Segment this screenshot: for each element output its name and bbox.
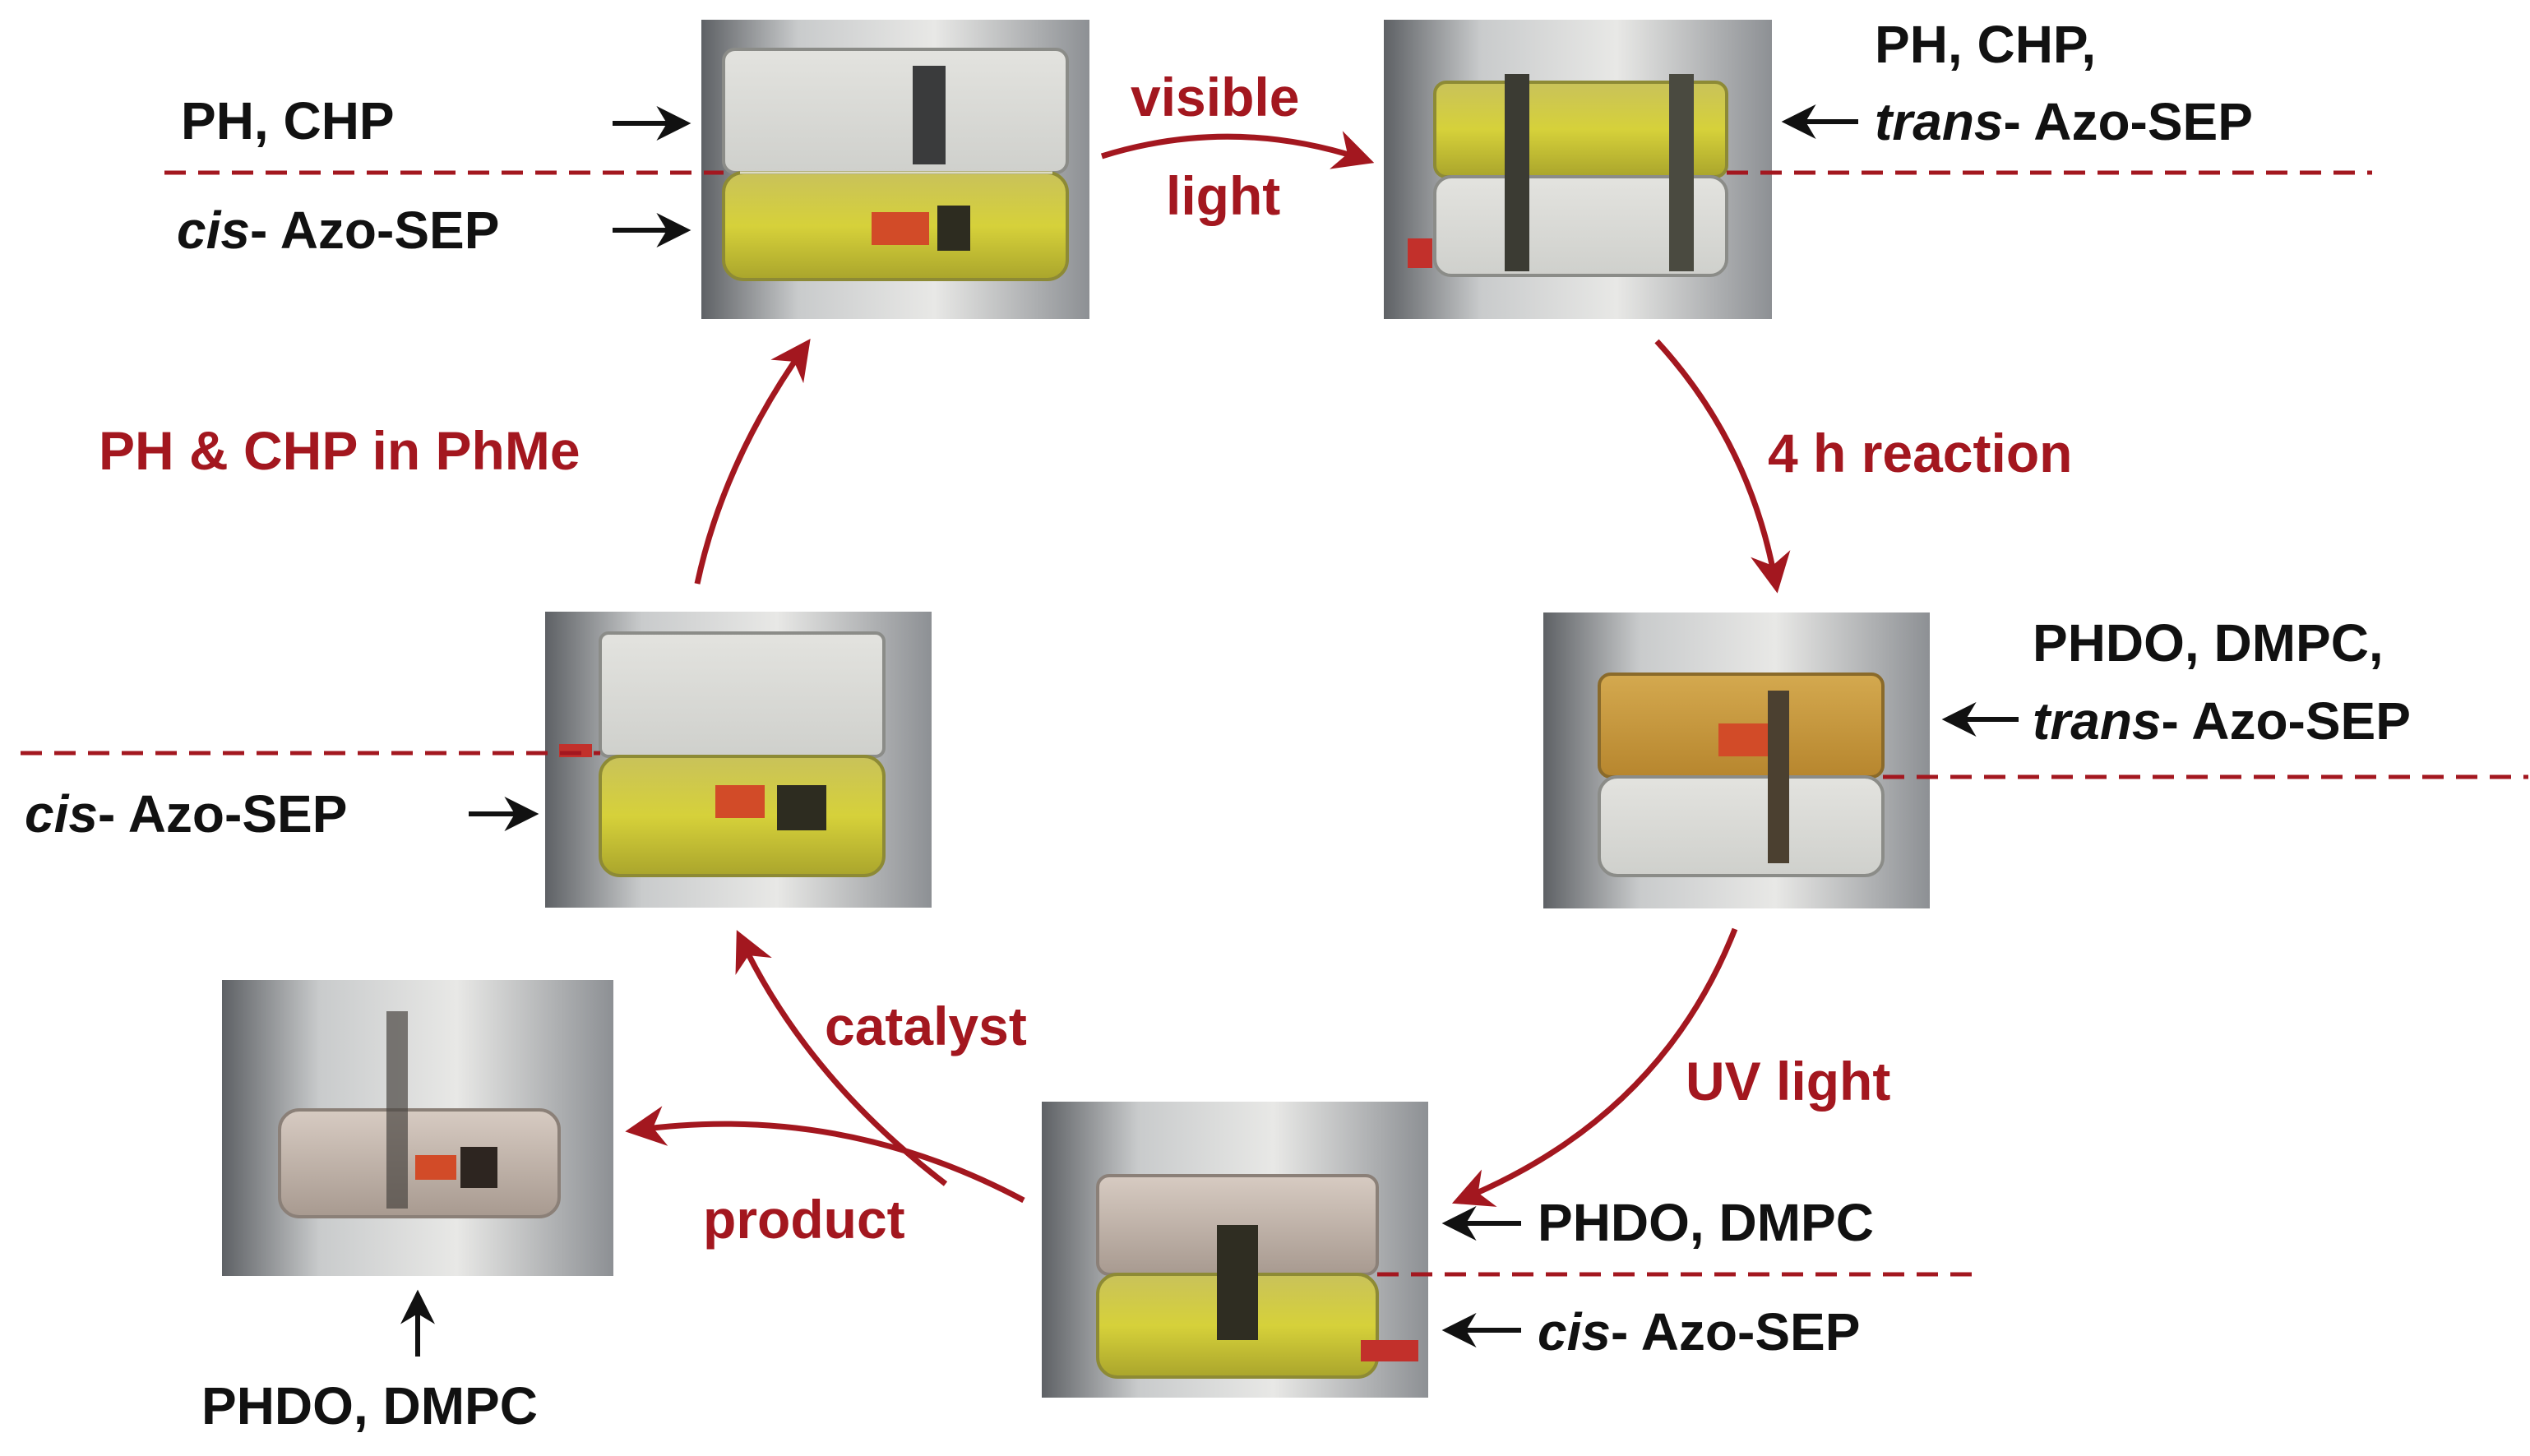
vial-top-right xyxy=(1384,20,1772,319)
arrow-4h-reaction xyxy=(1654,339,1791,594)
label-rest: - Azo-SEP xyxy=(2161,691,2411,751)
arrow-visible-light xyxy=(1100,131,1375,169)
italic-prefix: cis xyxy=(1538,1302,1611,1361)
arrow-uv-light xyxy=(1451,927,1738,1207)
bottom-left-label: PHDO, DMPC xyxy=(201,1376,538,1435)
italic-prefix: cis xyxy=(177,201,250,260)
step-reaction-label: 4 h reaction xyxy=(1768,423,2073,483)
vial-right xyxy=(1543,612,1930,908)
arrow-catalyst xyxy=(735,930,948,1186)
label-rest: - Azo-SEP xyxy=(249,201,500,260)
right-label-line2: trans- Azo-SEP xyxy=(2033,695,2411,747)
italic-prefix: trans xyxy=(1875,92,2004,151)
vial-top-left xyxy=(701,20,1089,319)
top-left-label-upper: PH, CHP xyxy=(181,91,395,150)
italic-prefix: cis xyxy=(25,784,98,844)
right-label-line1: PHDO, DMPC, xyxy=(2033,613,2384,673)
step-uv-label: UV light xyxy=(1686,1051,1891,1112)
arrow-product xyxy=(625,1106,1025,1204)
step-product-label: product xyxy=(703,1189,905,1250)
italic-prefix: trans xyxy=(2033,691,2162,751)
arrow-ph-chp xyxy=(694,339,811,585)
step-visible-label-line2: light xyxy=(1166,165,1281,226)
bottom-center-label-upper: PHDO, DMPC xyxy=(1538,1193,1874,1252)
top-left-label-lower: cis- Azo-SEP xyxy=(177,204,499,257)
bottom-center-label-lower: cis- Azo-SEP xyxy=(1538,1306,1860,1358)
top-right-label-line1: PH, CHP, xyxy=(1875,15,2097,74)
step-ph-chp-label: PH & CHP in PhMe xyxy=(99,420,580,481)
label-rest: - Azo-SEP xyxy=(1610,1302,1861,1361)
vial-left xyxy=(545,612,932,908)
label-rest: - Azo-SEP xyxy=(97,784,348,844)
vial-bottom-center xyxy=(1042,1102,1428,1398)
vial-bottom-left xyxy=(222,980,613,1276)
step-catalyst-label: catalyst xyxy=(825,996,1027,1056)
step-visible-label-line1: visible xyxy=(1131,67,1300,127)
label-rest: - Azo-SEP xyxy=(2003,92,2253,151)
top-right-label-line2: trans- Azo-SEP xyxy=(1875,95,2253,148)
left-label: cis- Azo-SEP xyxy=(25,788,347,840)
